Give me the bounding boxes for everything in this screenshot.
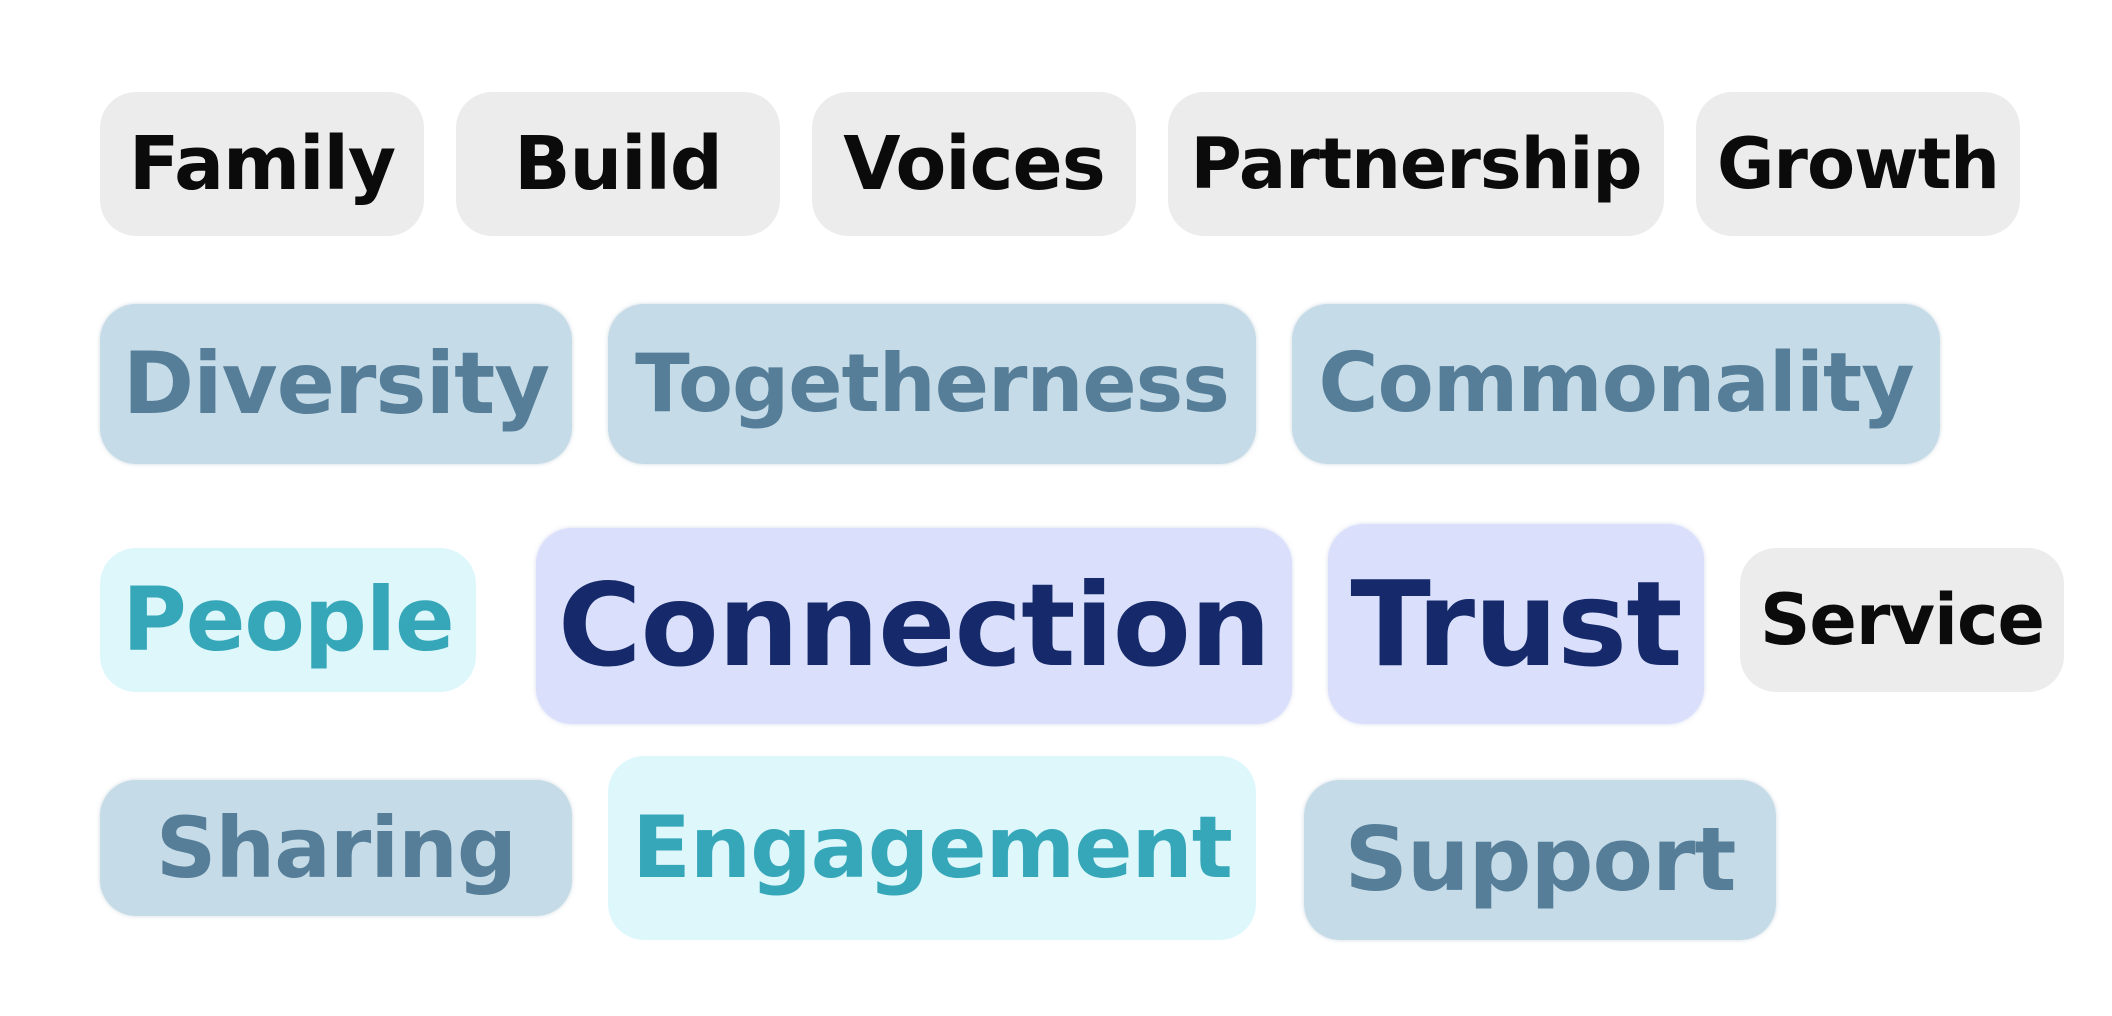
tag-label: Sharing <box>155 799 517 897</box>
tag-partnership[interactable]: Partnership <box>1168 92 1664 236</box>
tag-label: Family <box>128 121 396 207</box>
tag-commonality[interactable]: Commonality <box>1292 304 1940 464</box>
tag-label: Commonality <box>1318 336 1914 431</box>
tag-label: Voices <box>843 121 1106 207</box>
tag-service[interactable]: Service <box>1740 548 2064 692</box>
tag-sharing[interactable]: Sharing <box>100 780 572 916</box>
tag-engagement[interactable]: Engagement <box>608 756 1256 940</box>
tag-label: People <box>122 568 454 671</box>
tag-label: Support <box>1344 808 1737 911</box>
tag-label: Growth <box>1716 123 2000 205</box>
tag-diversity[interactable]: Diversity <box>100 304 572 464</box>
tag-label: Service <box>1759 579 2045 661</box>
tag-label: Trust <box>1350 555 1682 693</box>
tag-voices[interactable]: Voices <box>812 92 1136 236</box>
tag-people[interactable]: People <box>100 548 476 692</box>
tag-label: Partnership <box>1190 123 1642 205</box>
tag-togetherness[interactable]: Togetherness <box>608 304 1256 464</box>
tag-label: Diversity <box>122 334 551 434</box>
tag-build[interactable]: Build <box>456 92 780 236</box>
tag-connection[interactable]: Connection <box>536 528 1292 724</box>
tag-family[interactable]: Family <box>100 92 424 236</box>
tag-trust[interactable]: Trust <box>1328 524 1704 724</box>
tag-label: Build <box>514 121 723 207</box>
tag-label: Connection <box>557 559 1271 692</box>
tag-label: Togetherness <box>635 337 1230 430</box>
tag-label: Engagement <box>632 798 1233 898</box>
tag-growth[interactable]: Growth <box>1696 92 2020 236</box>
tag-support[interactable]: Support <box>1304 780 1776 940</box>
